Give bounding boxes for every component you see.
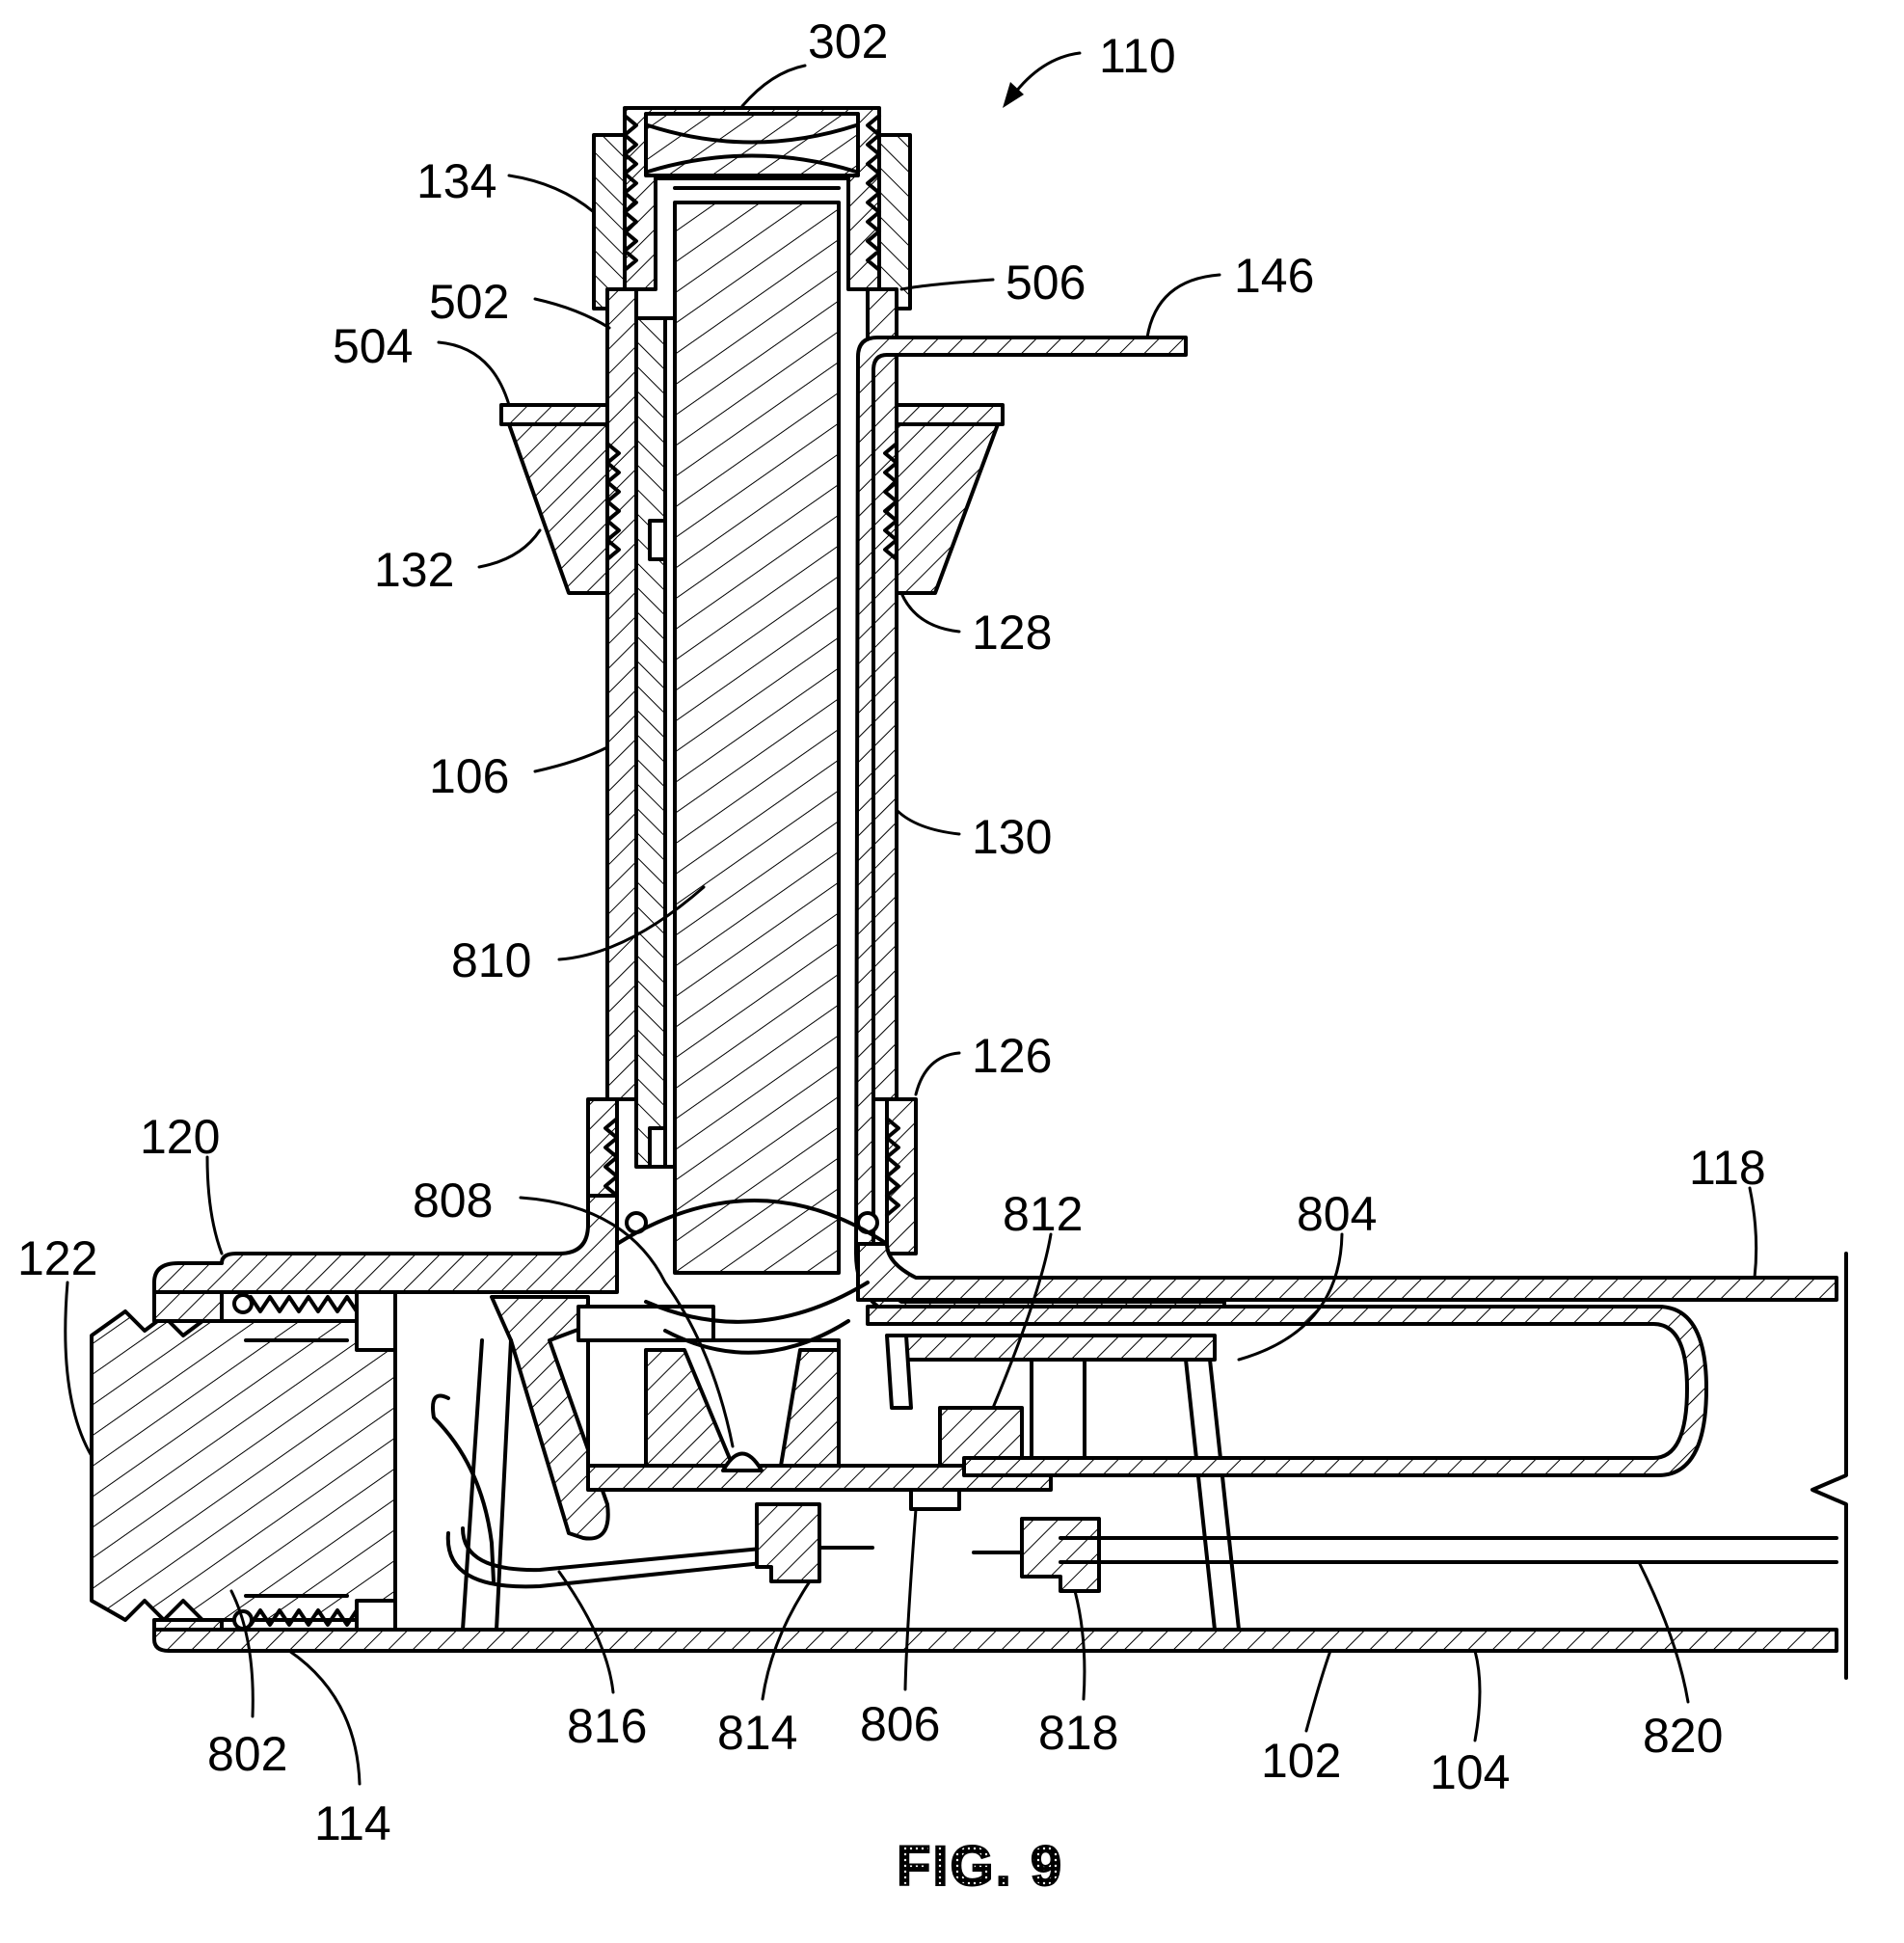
spacer-block-lower [648, 1126, 667, 1169]
plug-collar [355, 1290, 397, 1352]
ref-134: 134 [416, 154, 496, 208]
ref-802: 802 [207, 1727, 287, 1781]
ref-812: 812 [1003, 1187, 1083, 1241]
ref-146: 146 [1234, 249, 1314, 303]
ref-818: 818 [1038, 1706, 1118, 1760]
leader-802 [229, 1589, 255, 1718]
ref-810: 810 [451, 933, 531, 987]
thread-left-top [623, 114, 638, 272]
ref-120: 120 [140, 1110, 220, 1164]
ref-110: 110 [1099, 29, 1176, 83]
ref-804: 804 [1297, 1187, 1377, 1241]
light-guide-rod-810 [673, 201, 841, 1275]
ref-302: 302 [808, 14, 888, 68]
ref-820: 820 [1643, 1709, 1723, 1763]
leader-118 [1748, 1186, 1758, 1280]
leader-810 [557, 885, 706, 961]
deflector-cone [490, 1295, 610, 1541]
leader-106 [533, 745, 609, 773]
ref-130: 130 [972, 810, 1052, 864]
ref-504: 504 [333, 319, 413, 373]
board-component [909, 1488, 961, 1511]
leader-146 [1145, 273, 1221, 339]
ref-816: 816 [567, 1699, 647, 1753]
board-812 [904, 1334, 1217, 1362]
leader-120 [205, 1155, 224, 1255]
connector-814 [755, 1502, 821, 1583]
leader-128 [899, 591, 961, 634]
housing-top-wall-118 [152, 1194, 619, 1294]
horizontal-housing [90, 1194, 1848, 1680]
housing-bottom-wall-102 [152, 1628, 1838, 1653]
arrow-110-head [1003, 82, 1024, 108]
coupling-ring-120 [152, 1290, 224, 1323]
leader-130 [895, 808, 961, 836]
leader-302 [740, 64, 807, 108]
led-board-806 [586, 1464, 1053, 1492]
cable-820 [1059, 1536, 1838, 1564]
leader-820 [1637, 1560, 1690, 1704]
leader-122 [64, 1281, 94, 1458]
heat-pipe-804 [866, 1305, 1708, 1477]
flange-504-right [895, 403, 1005, 426]
leader-812 [991, 1232, 1053, 1410]
optics-frame [577, 1305, 715, 1342]
leader-104 [1473, 1649, 1482, 1742]
ref-122: 122 [17, 1231, 97, 1285]
lens-302 [644, 112, 860, 177]
spacer-block-upper [648, 519, 667, 561]
figure-caption: FIG. 9 [897, 1835, 1063, 1898]
ref-104: 104 [1430, 1745, 1510, 1799]
leader-504 [437, 340, 511, 407]
leader-806 [903, 1507, 918, 1691]
ref-118: 118 [1689, 1141, 1766, 1195]
ref-102: 102 [1261, 1734, 1341, 1788]
ref-808: 808 [413, 1174, 493, 1228]
flange-504 [499, 403, 609, 426]
leader-506 [899, 278, 995, 291]
reference-numerals: 302 110 134 506 146 502 504 132 128 106 … [17, 14, 1766, 1850]
ref-502: 502 [429, 275, 509, 329]
end-plug-122 [90, 1309, 397, 1622]
leader-808 [519, 1196, 735, 1448]
thread-right-top [866, 114, 881, 272]
leader-502 [533, 297, 611, 330]
break-line [1810, 1252, 1848, 1680]
connector-818 [1020, 1517, 1101, 1593]
conical-nut-132-right [895, 422, 1000, 595]
leader-126 [914, 1051, 961, 1096]
leader-134 [507, 174, 596, 214]
inner-sleeve-left-502 [634, 316, 667, 1169]
ref-506: 506 [1006, 256, 1086, 310]
conical-nut-132 [507, 422, 609, 595]
leader-110-arrow [1010, 51, 1082, 98]
ref-126: 126 [972, 1029, 1052, 1083]
ref-128: 128 [972, 606, 1052, 660]
leader-114 [287, 1649, 362, 1786]
vertical-tube-assembly [499, 106, 1226, 1319]
cable-816 [431, 1393, 496, 1583]
o-ring-120 [232, 1293, 254, 1314]
leader-102 [1304, 1649, 1332, 1733]
leader-816 [557, 1570, 615, 1694]
ref-114: 114 [314, 1796, 391, 1850]
leader-132 [477, 528, 542, 569]
leader-804 [1237, 1232, 1344, 1362]
leader-818 [1073, 1589, 1086, 1701]
lower-coupling-right-126 [885, 1097, 918, 1255]
leader-814 [761, 1579, 812, 1701]
outer-tube-wall-left-106 [605, 287, 638, 1101]
coupling-ring-114 [152, 1618, 224, 1632]
ref-814: 814 [717, 1706, 797, 1760]
ref-132: 132 [374, 543, 454, 597]
housing-top-wall-right [856, 1242, 1838, 1302]
leader-lines [64, 51, 1758, 1786]
ref-106: 106 [429, 749, 509, 803]
ref-806: 806 [860, 1697, 940, 1751]
led-emitter [721, 1451, 764, 1472]
